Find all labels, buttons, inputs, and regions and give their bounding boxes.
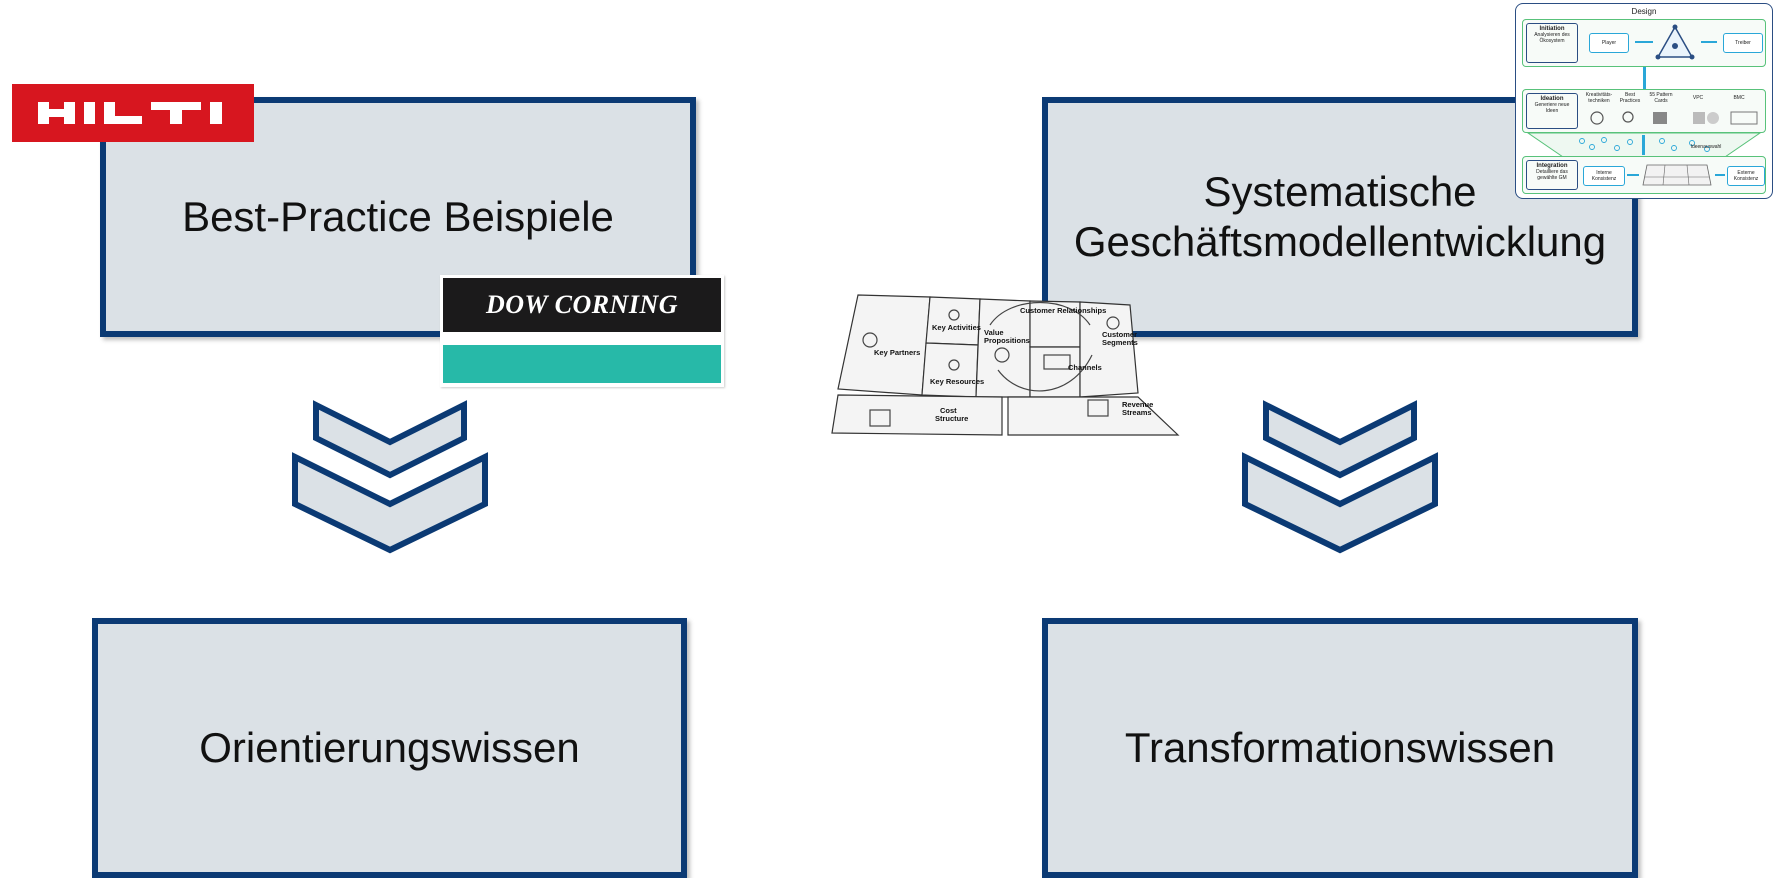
channels-text: Channels (1068, 363, 1102, 372)
triangle-network-icon (1655, 24, 1695, 60)
initiation-line-right (1701, 41, 1717, 43)
dow-corning-teal-band (443, 345, 721, 383)
ideation-tools-icons (1590, 111, 1758, 125)
ideation-item-4: VPC (1692, 95, 1704, 101)
design-process-panel: Design Initiation Analysieren des Ökosys… (1515, 3, 1773, 199)
key-activities-block (925, 296, 981, 346)
revenue-streams-text-1: Revenue (1122, 400, 1153, 409)
initiation-row: Initiation Analysieren des Ökosystem Pla… (1522, 19, 1766, 67)
transformation-knowledge-box: Transformationswissen (1042, 618, 1638, 878)
design-panel-title: Design (1631, 7, 1657, 16)
business-model-sketch-icon (1642, 164, 1712, 186)
relationships-arrow (989, 301, 1091, 326)
customer-relationships-text: Customer Relationships (1020, 306, 1106, 315)
systematic-development-box: Systematische Geschäftsmodellentwicklung (1042, 97, 1638, 337)
ideation-item-2: Best Practices (1619, 92, 1641, 104)
ideation-row: Ideation Generiere neue Ideen Kreativitä… (1522, 89, 1766, 133)
cost-structure-block (831, 394, 1003, 436)
external-consistency-node: Externe Konsistenz (1727, 166, 1765, 186)
initiation-ideation-connector (1643, 67, 1646, 89)
dow-corning-logo: DOW CORNING (440, 275, 724, 387)
key-partners-block (837, 294, 931, 396)
customer-segments-text-2: Segments (1102, 338, 1138, 347)
best-practice-box: Best-Practice Beispiele (100, 97, 696, 337)
customer-segments-text-1: Customer (1102, 330, 1137, 339)
ideation-item-1: Kreativitäts-techniken (1585, 92, 1613, 104)
integration-row: Integration Detailliere das gewählte GM … (1522, 156, 1766, 194)
customer-segments-block (1079, 301, 1139, 398)
dow-corning-wordmark: DOW CORNING (443, 278, 721, 332)
orientation-knowledge-box: Orientierungswissen (92, 618, 687, 878)
idea-selection-label: Ideenauswahl (1690, 144, 1722, 150)
hilti-logo-icon (38, 102, 222, 124)
initiation-line-left (1635, 41, 1653, 43)
systematic-development-label: Systematische Geschäftsmodellentwicklung (1073, 168, 1607, 265)
revenue-streams-text-2: Streams (1122, 408, 1152, 417)
cost-structure-text-1: Cost (940, 406, 957, 415)
ideation-item-3: 55 Pattern Cards (1649, 92, 1673, 104)
transformation-knowledge-label: Transformationswissen (1124, 724, 1556, 771)
orientation-knowledge-label: Orientierungswissen (199, 724, 580, 771)
internal-consistency-node: Interne Konsistenz (1583, 166, 1625, 186)
cost-structure-text-2: Structure (935, 414, 968, 423)
integration-line-left (1627, 174, 1639, 176)
channels-arrow (997, 354, 1093, 392)
integration-label: Integration Detailliere das gewählte GM (1526, 160, 1578, 190)
chevron-down-icon-right (1242, 400, 1438, 554)
key-partners-text: Key Partners (874, 348, 920, 357)
treiber-node: Treiber (1723, 33, 1763, 53)
hilti-logo (12, 84, 254, 142)
key-activities-text: Key Activities (932, 323, 981, 332)
initiation-label: Initiation Analysieren des Ökosystem (1526, 23, 1578, 63)
key-resources-block (921, 342, 979, 398)
value-propositions-text-1: Value (984, 328, 1004, 337)
key-resources-text: Key Resources (930, 377, 984, 386)
player-node: Player (1589, 33, 1629, 53)
business-model-canvas-illustration: Key Partners Key Activities Key Resource… (831, 294, 1180, 436)
best-practice-label: Best-Practice Beispiele (182, 193, 614, 240)
chevron-down-icon-left (292, 400, 488, 554)
integration-line-right (1715, 174, 1725, 176)
ideation-label: Ideation Generiere neue Ideen (1526, 93, 1578, 129)
ideation-item-5: BMC (1733, 95, 1745, 101)
value-propositions-text-2: Propositions (984, 336, 1030, 345)
